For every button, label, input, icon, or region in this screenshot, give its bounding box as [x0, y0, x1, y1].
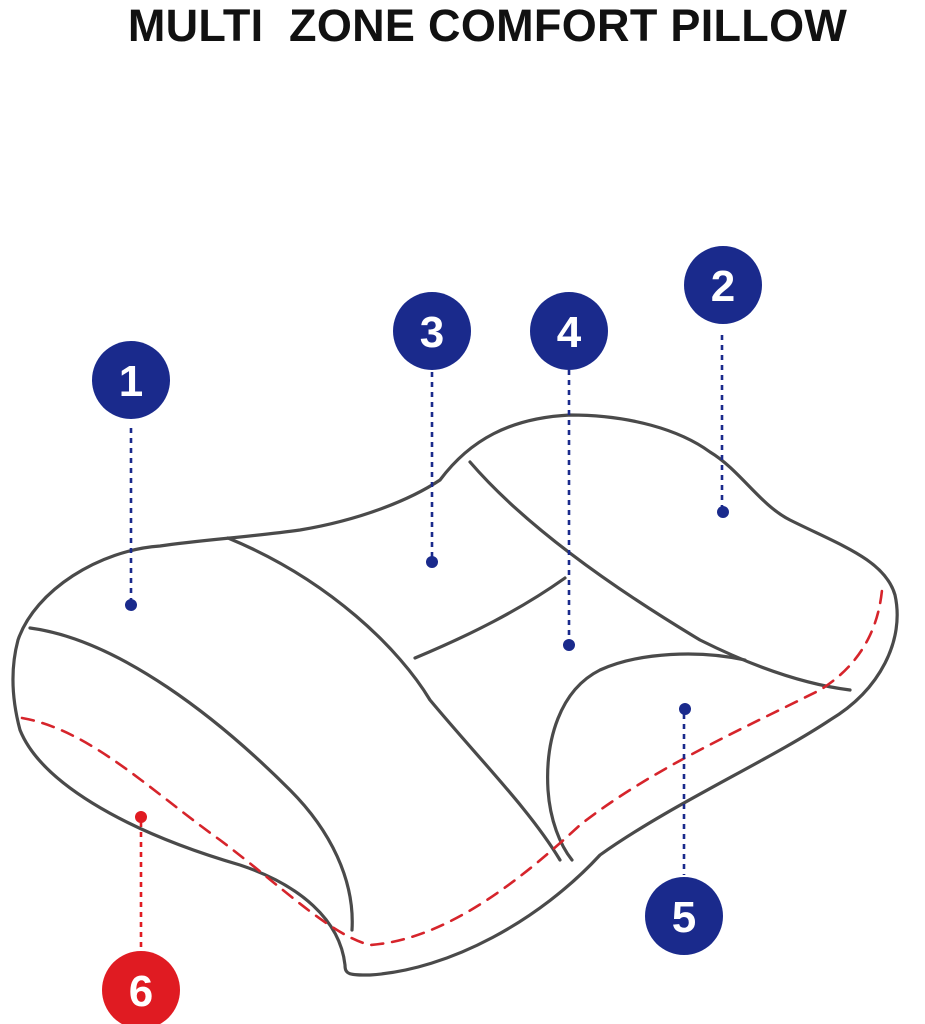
anchor-dot-3 [426, 556, 438, 568]
zone-badge-4-label: 4 [557, 308, 582, 357]
zone-badge-2-circle [684, 246, 762, 324]
anchor-dot-5 [679, 703, 691, 715]
pillow-outer-contour [11, 413, 899, 977]
seam-top-left [226, 536, 562, 862]
pillow-outline [11, 413, 899, 977]
seam-center-divider [468, 460, 852, 692]
zone-badge-5: 5 [645, 877, 723, 955]
zone-badge-2: 2 [684, 246, 762, 324]
anchor-dot-6 [135, 811, 147, 823]
zone-badge-3: 3 [393, 292, 471, 370]
anchor-dot-2 [717, 506, 729, 518]
zone-badge-6: 6 [102, 951, 180, 1024]
zone-badge-1: 1 [92, 341, 170, 419]
seam-front-roll [28, 626, 354, 932]
anchor-dot-1 [125, 599, 137, 611]
zone-badge-2-label: 2 [711, 262, 735, 311]
anchor-dot-4 [563, 639, 575, 651]
zone-badge-1-label: 1 [119, 357, 143, 406]
leader-lines [129, 335, 724, 955]
zone-badge-6-label: 6 [129, 967, 153, 1016]
zone-badge-6-circle [102, 951, 180, 1024]
zone-badge-5-label: 5 [672, 893, 696, 942]
seam-zone3-zone4 [413, 576, 567, 660]
page-title: MULTI ZONE COMFORT PILLOW [127, 0, 848, 51]
zone-badge-1-circle [92, 341, 170, 419]
stitch-line [20, 588, 884, 947]
zone-badge-5-circle [645, 877, 723, 955]
zone-badge-4-circle [530, 292, 608, 370]
seam-zone5-arc [546, 652, 747, 862]
zone-badge-4: 4 [530, 292, 608, 370]
zone-badge-3-label: 3 [420, 308, 444, 357]
anchor-dots [125, 506, 729, 823]
zone-badge-3-circle [393, 292, 471, 370]
